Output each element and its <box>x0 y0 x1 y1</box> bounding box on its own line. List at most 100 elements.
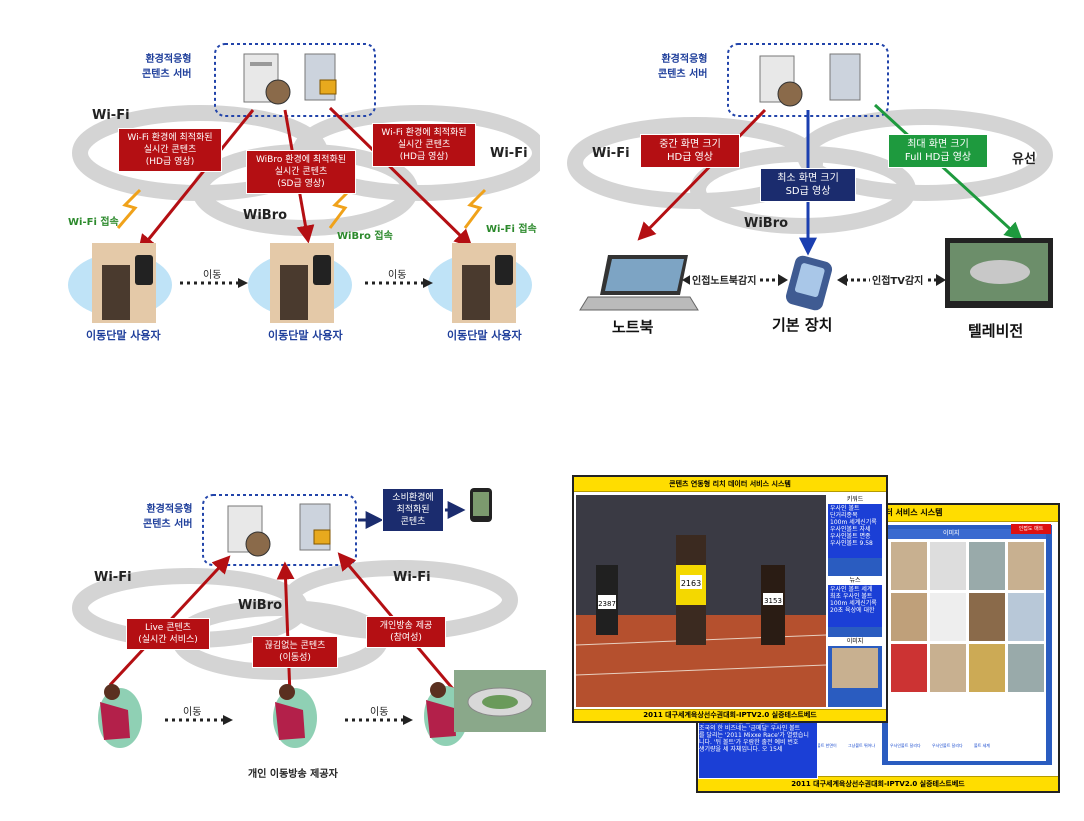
thumb-tile[interactable] <box>969 542 1005 590</box>
thumb-caption[interactable]: 우사인볼트 한면이 <box>806 743 837 748</box>
box-line: 최적화된 <box>396 505 430 515</box>
wifi-label-left: Wi-Fi <box>94 570 132 585</box>
keyword-item[interactable]: 100m 세계신기록 <box>830 519 877 526</box>
panel1-graphics <box>68 43 540 323</box>
thumb-tile[interactable] <box>1008 542 1044 590</box>
content-box-wibro-sd: WiBro 환경에 최적화된 실시간 콘텐츠 (SD급 영상) <box>246 150 356 194</box>
server-label-line: 환경적응형 <box>661 54 708 65</box>
back-tab[interactable]: 이미지 <box>888 529 1046 539</box>
side-tab-news[interactable]: 뉴스 <box>828 576 882 585</box>
content-box-wifi-hd-2: Wi-Fi 환경에 최적화된 실시간 콘텐츠 (HD급 영상) <box>372 123 476 167</box>
box-line: Live 콘텐츠 <box>144 623 192 633</box>
thumb-caption[interactable]: 볼트 세계 <box>974 743 990 748</box>
base-device-label: 기본 장치 <box>772 316 833 334</box>
thumb-caption[interactable]: 그냥볼트 뛰어나 <box>848 743 876 748</box>
front-title-bar: 콘텐츠 연동형 리치 데이터 서비스 시스템 <box>574 477 886 492</box>
adjacent-tv-detect: 인접TV감지 <box>870 272 926 287</box>
content-box-seamless: 끊김없는 콘텐츠 (이동성) <box>252 636 338 668</box>
box-line: WiBro 환경에 최적화된 <box>255 155 347 165</box>
side-image-thumb[interactable] <box>832 648 878 688</box>
wired-label: 유선 <box>1012 152 1036 167</box>
box-line: 실시간 콘텐츠 <box>397 140 451 150</box>
keyword-item[interactable]: 단거리종목 <box>830 512 858 519</box>
thumb-tile[interactable] <box>1008 644 1044 692</box>
news-item[interactable]: 100m 세계신기록 <box>830 600 877 607</box>
move-label: 이동 <box>203 270 222 281</box>
user-label-1: 이동단말 사용자 <box>86 329 161 342</box>
video-frame: 2387 2163 3153 <box>576 495 826 707</box>
wifi-label-right: Wi-Fi <box>393 570 431 585</box>
content-box-max-fullhd: 최대 화면 크기 Full HD급 영상 <box>888 134 988 168</box>
thumb-caption[interactable]: 우사인볼트 달리다 <box>932 743 963 748</box>
bib-right: 3153 <box>764 597 782 605</box>
news-list: 우사인 볼트 세계 최초 우사인 볼트 100m 세계신기록 20초 육상에 대… <box>828 585 882 627</box>
thumb-tile[interactable] <box>891 644 927 692</box>
news-item[interactable]: 20초 육상에 대한 <box>830 607 875 614</box>
tv-label: 텔레비전 <box>968 322 1024 340</box>
server-label-line: 콘텐츠 서버 <box>142 69 192 80</box>
thumb-tile[interactable] <box>930 593 966 641</box>
box-line: (SD급 영상) <box>277 179 325 189</box>
content-box-live: Live 콘텐츠 (실시간 서비스) <box>126 618 210 650</box>
box-line: (참여성) <box>390 633 422 643</box>
box-line: Wi-Fi 환경에 최적화된 <box>127 133 213 143</box>
box-line: Full HD급 영상 <box>904 152 972 163</box>
box-line: (HD급 영상) <box>145 157 195 167</box>
panel2-graphics <box>567 43 1053 311</box>
popup-line: 를 달리는 '2011 Mixxe Race'가 열렸습니 <box>699 732 809 739</box>
bib-left: 2387 <box>598 600 616 608</box>
consumer-optimized-box: 소비환경에 최적화된 콘텐츠 <box>382 488 444 532</box>
box-line: (HD급 영상) <box>399 152 449 162</box>
panel-iptv-testbed-screens: 이터 서비스 시스템 이미지 인접도 매트 2011 대구세계육상선수권대회-I… <box>570 475 1070 795</box>
keyword-item[interactable]: 우사인볼트 면종 <box>830 533 871 540</box>
box-line: SD급 영상 <box>785 186 831 197</box>
thumb-caption[interactable]: 우사인볼트 달리다 <box>890 743 921 748</box>
back-red-button[interactable]: 인접도 매트 <box>1011 524 1051 534</box>
thumb-tile[interactable] <box>1008 593 1044 641</box>
server-label-line: 콘텐츠 서버 <box>658 69 708 80</box>
thumb-tile[interactable] <box>930 542 966 590</box>
side-tab-image[interactable]: 이미지 <box>828 637 882 646</box>
box-line: (이동성) <box>279 653 311 663</box>
thumb-tile[interactable] <box>930 644 966 692</box>
wifi-label: Wi-Fi <box>592 146 630 161</box>
user-label-2: 이동단말 사용자 <box>268 329 343 342</box>
keyword-item[interactable]: 우사인볼트 9.58 <box>830 540 873 547</box>
front-caption-bar: 2011 대구세계육상선수권대회-IPTV2.0 실증테스트베드 <box>574 709 886 721</box>
box-line: HD급 영상 <box>667 152 713 163</box>
popup-line: 생기량을 세 자체입니다. 오 15세 <box>699 746 783 753</box>
server-label: 환경적응형 콘텐츠 서버 <box>658 52 707 82</box>
move-label: 이동 <box>183 707 202 718</box>
content-box-personal: 개인방송 제공 (참여성) <box>366 616 446 648</box>
server-label: 환경적응형 콘텐츠 서버 <box>143 502 192 532</box>
server-label: 환경적응형 콘텐츠 서버 <box>142 52 191 82</box>
thumb-tile[interactable] <box>891 593 927 641</box>
news-item[interactable]: 우사인 볼트 세계 <box>830 586 873 593</box>
wifi-label-right: Wi-Fi <box>490 146 528 161</box>
wibro-connect-label: WiBro 접속 <box>337 231 393 242</box>
popup-article: 세 세계의 '우사인 볼트' 를 가린다? 조국의 한 비즈네는 '금메달' 우… <box>698 717 818 779</box>
move-label-2: 이동 <box>388 270 407 281</box>
wibro-label: WiBro <box>238 598 283 613</box>
popup-line: 니다. '뒤 볼트'가 우람한 출전 예비 번호 <box>699 739 799 746</box>
wibro-label: WiBro <box>243 208 288 223</box>
panel-personal-broadcast-scenario: 환경적응형 콘텐츠 서버 소비환경에 최적화된 콘텐츠 Wi-Fi Wi-Fi … <box>0 470 550 810</box>
thumb-tile[interactable] <box>969 593 1005 641</box>
box-line: 실시간 콘텐츠 <box>274 167 328 177</box>
box-line: 최대 화면 크기 <box>907 139 969 150</box>
keyword-item[interactable]: 우사인 볼트 <box>830 505 860 512</box>
keyword-item[interactable]: 우사인볼트 자세 <box>830 526 871 533</box>
front-window: 콘텐츠 연동형 리치 데이터 서비스 시스템 2387 2163 3153 키워… <box>572 475 888 723</box>
thumb-tile[interactable] <box>891 542 927 590</box>
side-tab-keyword[interactable]: 키워드 <box>828 495 882 504</box>
news-item[interactable]: 최초 우사인 볼트 <box>830 593 873 600</box>
keyword-list: 우사인 볼트 단거리종목 100m 세계신기록 우사인볼트 자세 우사인볼트 면… <box>828 504 882 558</box>
box-line: 중간 화면 크기 <box>659 139 721 150</box>
notebook-label: 노트북 <box>612 318 654 336</box>
move-label-2: 이동 <box>370 707 389 718</box>
server-label-line: 환경적응형 <box>146 504 193 515</box>
content-box-wifi-hd: Wi-Fi 환경에 최적화된 실시간 콘텐츠 (HD급 영상) <box>118 128 222 172</box>
box-line: Wi-Fi 환경에 최적화된 <box>381 128 467 138</box>
thumb-tile[interactable] <box>969 644 1005 692</box>
wifi-connect-label-2: Wi-Fi 접속 <box>486 224 537 235</box>
